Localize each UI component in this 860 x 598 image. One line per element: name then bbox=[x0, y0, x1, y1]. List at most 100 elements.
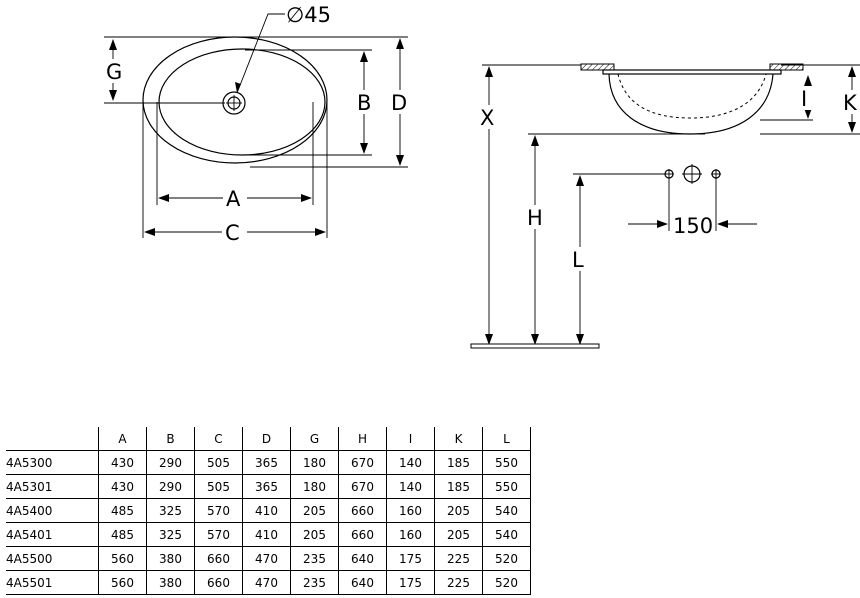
table-cell: 520 bbox=[482, 570, 531, 595]
table-cell: 325 bbox=[146, 522, 195, 547]
table-cell: 505 bbox=[194, 450, 243, 475]
tap-hole-symbols bbox=[664, 164, 721, 184]
table-cell: 180 bbox=[290, 474, 339, 499]
table-cell: 560 bbox=[98, 570, 147, 595]
table-cell: 205 bbox=[290, 498, 339, 523]
table-cell: 235 bbox=[290, 570, 339, 595]
floor-line bbox=[470, 343, 600, 349]
table-cell: 185 bbox=[434, 450, 483, 475]
table-cell: 640 bbox=[338, 570, 387, 595]
table-cell: 570 bbox=[194, 498, 243, 523]
column-header-g: G bbox=[290, 427, 339, 451]
top-view: ∅45 G B D A bbox=[102, 3, 411, 245]
table-cell: 180 bbox=[290, 450, 339, 475]
dimension-label-h: H bbox=[527, 206, 543, 230]
technical-drawing: ∅45 G B D A bbox=[102, 3, 860, 349]
table-cell: 430 bbox=[98, 450, 147, 475]
dimension-label-x: X bbox=[480, 106, 494, 130]
table-cell: 670 bbox=[338, 474, 387, 499]
basin-bowl-profile bbox=[608, 73, 774, 135]
model-code: 4A5401 bbox=[6, 522, 99, 547]
column-header-d: D bbox=[242, 427, 291, 451]
table-cell: 660 bbox=[194, 546, 243, 571]
table-cell: 470 bbox=[242, 546, 291, 571]
diameter-leader bbox=[236, 13, 285, 94]
table-cell: 550 bbox=[482, 474, 531, 499]
dimension-label-g: G bbox=[106, 60, 122, 84]
dimension-label-k: K bbox=[843, 91, 858, 115]
basin-rim bbox=[602, 69, 782, 75]
dimension-label-150: 150 bbox=[673, 214, 713, 238]
table-cell: 160 bbox=[386, 522, 435, 547]
table-cell: 560 bbox=[98, 546, 147, 571]
table-cell: 380 bbox=[146, 546, 195, 571]
table-cell: 325 bbox=[146, 498, 195, 523]
model-code: 4A5500 bbox=[6, 546, 99, 571]
table-cell: 380 bbox=[146, 570, 195, 595]
column-header-i: I bbox=[386, 427, 435, 451]
model-code: 4A5501 bbox=[6, 570, 99, 595]
table-cell: 470 bbox=[242, 570, 291, 595]
column-header-l: L bbox=[482, 427, 531, 451]
table-cell: 185 bbox=[434, 474, 483, 499]
table-cell: 175 bbox=[386, 570, 435, 595]
table-cell: 290 bbox=[146, 450, 195, 475]
table-cell: 550 bbox=[482, 450, 531, 475]
column-header-c: C bbox=[194, 427, 243, 451]
dimension-label-l: L bbox=[572, 248, 584, 272]
countertop-left bbox=[580, 63, 615, 71]
table-cell: 660 bbox=[338, 498, 387, 523]
table-corner-cell bbox=[6, 427, 99, 451]
dimension-label-d: D bbox=[391, 91, 407, 115]
table-cell: 225 bbox=[434, 570, 483, 595]
table-cell: 660 bbox=[338, 522, 387, 547]
table-cell: 205 bbox=[434, 522, 483, 547]
table-cell: 520 bbox=[482, 546, 531, 571]
table-cell: 505 bbox=[194, 474, 243, 499]
table-cell: 570 bbox=[194, 522, 243, 547]
table-cell: 410 bbox=[242, 498, 291, 523]
dimension-label-b: B bbox=[357, 91, 371, 115]
table-cell: 140 bbox=[386, 450, 435, 475]
table-cell: 660 bbox=[194, 570, 243, 595]
table-cell: 540 bbox=[482, 522, 531, 547]
side-view: K I X H L bbox=[470, 63, 860, 349]
dimension-label-a: A bbox=[226, 187, 241, 211]
basin-outer-rim bbox=[142, 36, 328, 164]
model-code: 4A5400 bbox=[6, 498, 99, 523]
table-cell: 485 bbox=[98, 522, 147, 547]
table-cell: 205 bbox=[290, 522, 339, 547]
table-cell: 365 bbox=[242, 450, 291, 475]
column-header-h: H bbox=[338, 427, 387, 451]
model-code: 4A5301 bbox=[6, 474, 99, 499]
column-header-a: A bbox=[98, 427, 147, 451]
table-cell: 175 bbox=[386, 546, 435, 571]
basin-inner-bowl bbox=[158, 48, 326, 156]
column-header-k: K bbox=[434, 427, 483, 451]
countertop-right bbox=[769, 63, 804, 71]
model-code: 4A5300 bbox=[6, 450, 99, 475]
table-cell: 140 bbox=[386, 474, 435, 499]
table-cell: 430 bbox=[98, 474, 147, 499]
dimension-label-i: I bbox=[801, 87, 807, 111]
table-cell: 485 bbox=[98, 498, 147, 523]
table-cell: 225 bbox=[434, 546, 483, 571]
table-cell: 160 bbox=[386, 498, 435, 523]
table-cell: 365 bbox=[242, 474, 291, 499]
drain-symbol bbox=[222, 91, 246, 115]
dimension-label-c: C bbox=[225, 221, 240, 245]
table-cell: 540 bbox=[482, 498, 531, 523]
diameter-label: ∅45 bbox=[286, 3, 331, 27]
table-cell: 670 bbox=[338, 450, 387, 475]
table-cell: 235 bbox=[290, 546, 339, 571]
table-cell: 640 bbox=[338, 546, 387, 571]
table-cell: 410 bbox=[242, 522, 291, 547]
table-cell: 205 bbox=[434, 498, 483, 523]
